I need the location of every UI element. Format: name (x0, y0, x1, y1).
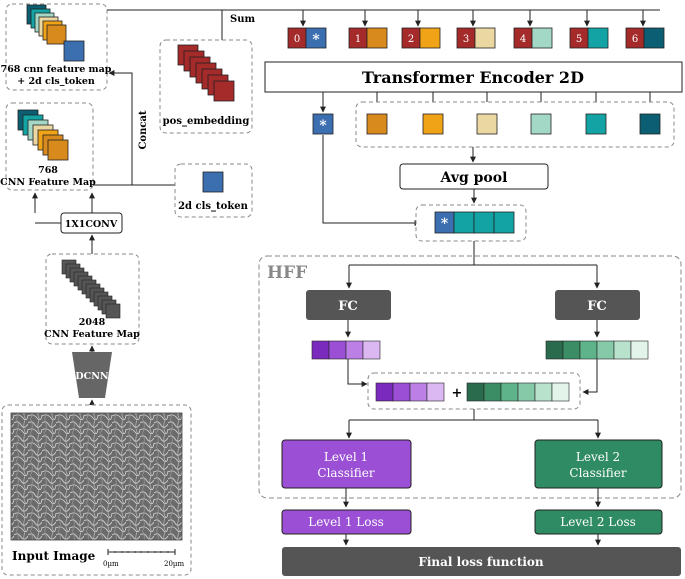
output-token-cell (366, 113, 388, 135)
level2-classifier-label-1: Level 2 (576, 450, 620, 464)
sem-image (10, 412, 183, 541)
final-loss-block (282, 547, 681, 576)
dcnn-block (72, 352, 112, 398)
cnn768-label-2: CNN Feature Map (0, 177, 96, 188)
pos-embedding-icon (177, 44, 235, 102)
level1-classifier (281, 439, 412, 489)
transformer-label: Transformer Encoder 2D (362, 68, 584, 87)
hff-split-line (349, 241, 597, 266)
transformer-encoder-block (264, 61, 683, 93)
output-token-cell (422, 113, 444, 135)
scale-bar (107, 549, 176, 555)
level2-loss-label: Level 2 Loss (560, 515, 636, 529)
conv-box (60, 212, 123, 234)
output-token-cell (476, 113, 498, 135)
scale-start-label: 0µm (103, 560, 119, 568)
level2-features (545, 340, 649, 360)
position-index-label: 2 (408, 34, 414, 45)
cls-token-icon (202, 171, 224, 193)
concat-feature-cell (453, 211, 475, 234)
patch-token-cell (531, 27, 553, 49)
fc-left-label: FC (338, 299, 358, 314)
output-cls-cell (312, 113, 334, 135)
concat-feature-cell (473, 211, 495, 234)
cnn768-label-1: 768 (38, 165, 58, 176)
token-drops (300, 10, 646, 27)
sum-label: Sum (230, 14, 255, 25)
patch-token-cell (366, 27, 388, 49)
level1-features (311, 340, 381, 360)
cnn-cls-label-2: + 2d cls_token (17, 76, 95, 87)
cnn2048-stack-icon (61, 259, 121, 319)
output-cls-star: * (319, 118, 327, 134)
fc-right-label: FC (587, 299, 607, 314)
level1-classifier-label-2: Classifier (317, 466, 374, 480)
cnn768-group: 768 CNN Feature Map (0, 102, 96, 191)
cls-token-label: 2d cls_token (178, 201, 249, 212)
position-index-label: 5 (576, 34, 582, 45)
hff-label: HFF (267, 263, 307, 283)
patch-token-cell (643, 27, 665, 49)
cnn-cls-label-1: 768 cnn feature map (1, 64, 112, 75)
patch-token-cell (587, 27, 609, 49)
cnn-cls-feature-map-group: 768 cnn feature map + 2d cls_token (1, 3, 112, 91)
pos-embedding-group: pos_embedding (159, 39, 253, 134)
cls-to-concat-arrow (322, 135, 421, 226)
concat-arrow (93, 70, 133, 186)
fused-level2-features (466, 382, 570, 402)
feature-stack-icon (26, 4, 85, 62)
output-token-cell (530, 113, 552, 135)
patch-token-cell (419, 27, 441, 49)
level2-classifier (534, 439, 663, 489)
cnn768-stack-icon (17, 109, 69, 161)
cnn2048-label-2: CNN Feature Map (44, 329, 140, 340)
position-index-label: 4 (520, 34, 526, 45)
position-index-label: 1 (355, 34, 361, 45)
cls-star: * (312, 32, 320, 48)
concat-cls-star: * (441, 216, 449, 232)
token-row: 0 * 1 2 3 4 5 6 (287, 27, 665, 49)
conv-label: 1X1CONV (65, 219, 118, 230)
cls-token-cell (305, 27, 327, 49)
scale-end-label: 20µm (164, 560, 184, 568)
final-loss-label: Final loss function (418, 555, 544, 569)
input-image-label: Input Image (12, 549, 96, 563)
output-token-row: * (312, 113, 661, 135)
input-image-group: Input Image 0µm 20µm (1, 404, 192, 576)
fused-level1-features (375, 382, 445, 402)
output-tokens-box (355, 101, 675, 148)
concat-feature-cell (493, 211, 515, 234)
output-token-cell (585, 113, 607, 135)
cnn2048-label-1: 2048 (79, 317, 106, 328)
position-index-label: 3 (463, 34, 469, 45)
position-index-label: 6 (632, 34, 638, 45)
fusion-split-line (349, 409, 598, 421)
cnn2048-group: 2048 CNN Feature Map (44, 253, 140, 345)
cls-token-square (63, 40, 85, 62)
level1-to-fusion-arrow (347, 359, 368, 387)
cls-token-group: 2d cls_token (174, 163, 253, 218)
level1-classifier-label-1: Level 1 (324, 450, 368, 464)
concat-label: Concat (138, 110, 149, 149)
level1-loss-label: Level 1 Loss (308, 515, 384, 529)
patch-token-cell (474, 27, 496, 49)
fc-left-block (306, 290, 391, 320)
dcnn-label: DCNN (75, 371, 108, 382)
fc-right-block (555, 290, 640, 320)
level2-to-fusion-arrow (582, 359, 598, 395)
output-token-cell (639, 113, 661, 135)
pos-embedding-label: pos_embedding (163, 116, 250, 127)
position-index-label: 0 (294, 34, 300, 45)
level2-classifier-label-2: Classifier (569, 466, 626, 480)
avg-pool-label: Avg pool (440, 170, 508, 186)
plus-sign: + (452, 386, 463, 401)
